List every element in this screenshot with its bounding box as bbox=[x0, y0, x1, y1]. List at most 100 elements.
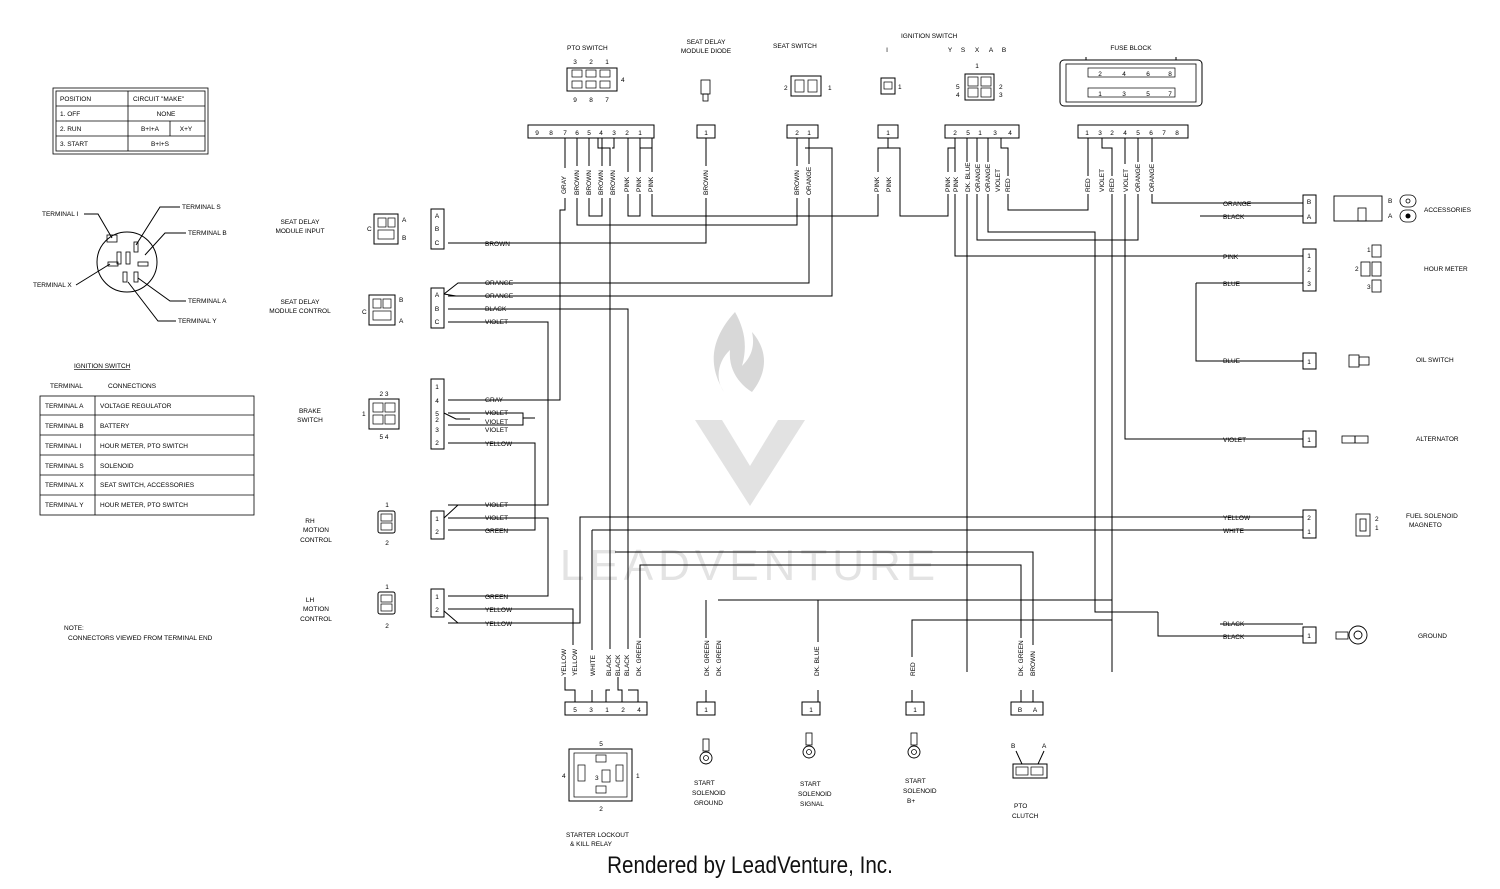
pin: 1 bbox=[435, 516, 439, 523]
pto-clutch: B A PTO CLUTCH bbox=[1011, 743, 1048, 820]
ign-letter-s: S bbox=[961, 47, 966, 54]
pin: 8 bbox=[1175, 130, 1179, 137]
label: PTO bbox=[1014, 803, 1027, 810]
pin: 2 bbox=[435, 607, 439, 614]
svg-text:A: A bbox=[1042, 743, 1047, 750]
starter-lockout-relay: 5 4 3 1 2 STARTER LOCKOUT & KILL RELAY bbox=[562, 741, 640, 848]
ign-row-y-terminal: TERMINAL Y bbox=[45, 502, 84, 509]
ign-letter-y: Y bbox=[948, 47, 953, 54]
circuit-header: CIRCUIT "MAKE" bbox=[133, 96, 185, 103]
wire-label: ORANGE bbox=[975, 163, 982, 192]
svg-text:4: 4 bbox=[562, 773, 566, 780]
ign-row-b-terminal: TERMINAL B bbox=[45, 423, 84, 430]
terminal-x-label: TERMINAL X bbox=[33, 282, 72, 289]
svg-text:1: 1 bbox=[975, 63, 979, 70]
wire-label: BLUE bbox=[1223, 358, 1241, 365]
label: MOTION bbox=[303, 527, 329, 534]
wire-label: YELLOW bbox=[485, 441, 513, 448]
wire-label: RED bbox=[910, 662, 917, 676]
label: MODULE CONTROL bbox=[269, 308, 331, 315]
wire-label: BROWN bbox=[1030, 651, 1037, 676]
wire-label: BROWN bbox=[574, 170, 581, 195]
label: START bbox=[800, 781, 821, 788]
pin: 2 bbox=[1307, 515, 1311, 522]
note-title: NOTE: bbox=[64, 625, 84, 632]
svg-text:A: A bbox=[402, 217, 407, 224]
svg-text:1: 1 bbox=[898, 84, 902, 91]
svg-text:C: C bbox=[367, 226, 372, 233]
wire-label: ORANGE bbox=[1135, 163, 1142, 192]
fuse-num: 3 bbox=[1122, 91, 1126, 98]
wire-label: BLACK bbox=[606, 654, 613, 676]
pin: 1 bbox=[1307, 633, 1311, 640]
pin: 4 bbox=[1008, 130, 1012, 137]
circuit-run: B+I+A bbox=[141, 126, 160, 133]
svg-text:A: A bbox=[399, 318, 404, 325]
label: SEAT DELAY bbox=[280, 299, 320, 306]
wire-label: PINK bbox=[636, 176, 643, 192]
bottom-pin-strips: 5 3 1 2 4 1 1 1 B A bbox=[564, 701, 1044, 716]
fuel-solenoid: YELLOW WHITE 2 1 2 1 FUEL SOLENOID MAGNE… bbox=[1223, 509, 1458, 539]
svg-text:2: 2 bbox=[599, 806, 603, 813]
svg-text:3: 3 bbox=[595, 775, 599, 782]
wire-label: YELLOW bbox=[561, 648, 568, 676]
svg-text:8: 8 bbox=[589, 97, 593, 104]
ignition-switch-label: IGNITION SWITCH bbox=[901, 33, 958, 40]
pin: 1 bbox=[1307, 529, 1311, 536]
starter-relay-label: STARTER LOCKOUT bbox=[566, 832, 629, 839]
svg-text:1: 1 bbox=[828, 85, 832, 92]
wire-label: ORANGE bbox=[1223, 201, 1252, 208]
wire-label: RED bbox=[1085, 178, 1092, 192]
wire-label: DK. BLUE bbox=[814, 646, 821, 676]
wire-label: ORANGE bbox=[1149, 163, 1156, 192]
pin: 5 bbox=[966, 130, 970, 137]
fuse-num: 4 bbox=[1122, 71, 1126, 78]
pin: 2 bbox=[1110, 130, 1114, 137]
ign-row-a-terminal: TERMINAL A bbox=[45, 403, 84, 410]
wire-label: PINK bbox=[874, 176, 881, 192]
ign-row-s-conn: SOLENOID bbox=[100, 463, 134, 470]
svg-text:A: A bbox=[1388, 213, 1393, 220]
pin: 1 bbox=[435, 594, 439, 601]
wire-label: BROWN bbox=[610, 170, 617, 195]
svg-text:5 4: 5 4 bbox=[379, 434, 388, 441]
ground: BLACK BLACK 1 GROUND bbox=[1223, 621, 1447, 645]
start-solenoid-signal: START SOLENOID SIGNAL bbox=[798, 732, 832, 808]
terminal-b-label: TERMINAL B bbox=[188, 230, 227, 237]
pin: A bbox=[435, 292, 440, 299]
seat-switch-label: SEAT SWITCH bbox=[773, 43, 817, 50]
wire-label: WHITE bbox=[590, 654, 597, 676]
rh-motion-control: RH MOTION CONTROL 1 2 1 2 VIOLET VIOLET … bbox=[300, 502, 508, 547]
wire-label: DK. BLUE bbox=[965, 162, 972, 192]
svg-text:B: B bbox=[1388, 198, 1392, 205]
svg-text:2: 2 bbox=[385, 540, 389, 547]
pin: 6 bbox=[575, 130, 579, 137]
svg-text:5: 5 bbox=[956, 84, 960, 91]
wire-label: VIOLET bbox=[485, 427, 508, 434]
brake-switch: BRAKE SWITCH 2 3 1 5 4 1 4 5 2 3 2 GRAY … bbox=[297, 378, 513, 450]
fuse-num: 8 bbox=[1168, 71, 1172, 78]
pin: 8 bbox=[549, 130, 553, 137]
fuse-block: FUSE BLOCK 2 4 6 8 1 3 5 7 bbox=[1059, 45, 1203, 107]
pin: 2 bbox=[621, 707, 625, 714]
ign-row-b-conn: BATTERY bbox=[100, 423, 130, 430]
pto-switch-label: PTO SWITCH bbox=[567, 45, 608, 52]
wire-label: ORANGE bbox=[985, 163, 992, 192]
ignition-table-title: IGNITION SWITCH bbox=[74, 363, 131, 370]
wire-label: PINK bbox=[945, 176, 952, 192]
pin: 1 bbox=[978, 130, 982, 137]
wire-label: VIOLET bbox=[485, 419, 508, 426]
diode-label-2: MODULE DIODE bbox=[681, 48, 732, 55]
pin: 4 bbox=[599, 130, 603, 137]
wire-label: RED bbox=[1005, 178, 1012, 192]
pin: 1 bbox=[435, 384, 439, 391]
wire-label: VIOLET bbox=[485, 515, 508, 522]
pin: 5 bbox=[573, 707, 577, 714]
terminal-y-label: TERMINAL Y bbox=[178, 318, 217, 325]
terminal-i-label: TERMINAL I bbox=[42, 211, 78, 218]
pin: 4 bbox=[637, 707, 641, 714]
pin: 2 bbox=[435, 529, 439, 536]
pin: 4 bbox=[435, 398, 439, 405]
pin: 2 bbox=[435, 417, 439, 424]
fuse-num: 6 bbox=[1146, 71, 1150, 78]
